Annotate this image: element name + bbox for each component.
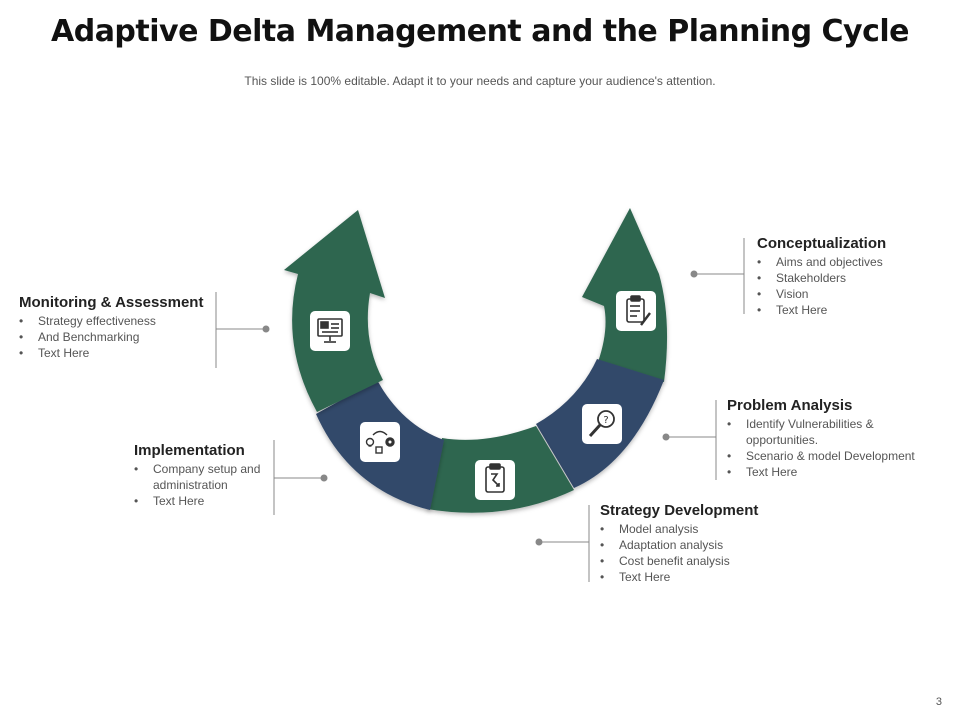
slide-title: Adaptive Delta Management and the Planni… <box>51 14 910 49</box>
svg-text:?: ? <box>603 415 608 426</box>
step-block-monitoring-assessment: Monitoring & Assessment Strategy effecti… <box>19 294 219 361</box>
bullet-item: Model analysis <box>600 521 800 537</box>
step-bullets: Company setup and administration Text He… <box>134 461 274 509</box>
bullet-item: Vision <box>757 286 952 302</box>
bullet-item: Text Here <box>134 493 274 509</box>
bullet-item: Aims and objectives <box>757 254 952 270</box>
page-number: 3 <box>935 696 942 708</box>
tile-monitoring-assessment <box>310 311 350 351</box>
idea-cycle-gear-icon <box>365 430 395 454</box>
connector-implementation <box>273 440 328 515</box>
connector-conceptualization <box>690 238 745 314</box>
step-heading: Implementation <box>134 442 245 459</box>
tile-strategy-development <box>475 460 515 500</box>
connector-strategy-development <box>535 505 590 582</box>
step-bullets: Identify Vulnerabilities & opportunities… <box>727 416 942 480</box>
bullet-item: Text Here <box>600 569 800 585</box>
step-heading: Conceptualization <box>757 235 887 252</box>
step-bullets: Aims and objectives Stakeholders Vision … <box>757 254 952 318</box>
monitor-chart-icon <box>317 318 343 343</box>
step-block-problem-analysis: Problem Analysis Identify Vulnerabilitie… <box>727 397 942 480</box>
clipboard-pen-icon <box>626 295 651 326</box>
step-block-strategy-development: Strategy Development Model analysis Adap… <box>600 502 800 585</box>
step-block-conceptualization: Conceptualization Aims and objectives St… <box>757 235 952 318</box>
bullet-item: Adaptation analysis <box>600 537 800 553</box>
bullet-item: Text Here <box>757 302 952 318</box>
bullet-item: Identify Vulnerabilities & opportunities… <box>727 416 942 448</box>
step-bullets: Model analysis Adaptation analysis Cost … <box>600 521 800 585</box>
step-heading: Monitoring & Assessment <box>19 294 204 311</box>
step-bullets: Strategy effectiveness And Benchmarking … <box>19 313 219 361</box>
connector-monitoring-assessment <box>215 292 270 368</box>
bullet-item: Text Here <box>727 464 942 480</box>
bullet-item: Stakeholders <box>757 270 952 286</box>
tile-problem-analysis: ? <box>582 404 622 444</box>
tile-conceptualization <box>616 291 656 331</box>
strategy-clipboard-icon <box>485 463 505 493</box>
bullet-item: Text Here <box>19 345 219 361</box>
bullet-item: Company setup and administration <box>134 461 274 493</box>
magnifier-question-icon: ? <box>588 410 615 438</box>
bullet-item: Strategy effectiveness <box>19 313 219 329</box>
step-heading: Problem Analysis <box>727 397 853 414</box>
connector-problem-analysis <box>662 400 717 480</box>
bullet-item: And Benchmarking <box>19 329 219 345</box>
step-heading: Strategy Development <box>600 502 759 519</box>
step-block-implementation: Implementation Company setup and adminis… <box>134 442 274 509</box>
slide-subtitle: This slide is 100% editable. Adapt it to… <box>244 74 716 88</box>
bullet-item: Scenario & model Development <box>727 448 942 464</box>
bullet-item: Cost benefit analysis <box>600 553 800 569</box>
tile-implementation <box>360 422 400 462</box>
